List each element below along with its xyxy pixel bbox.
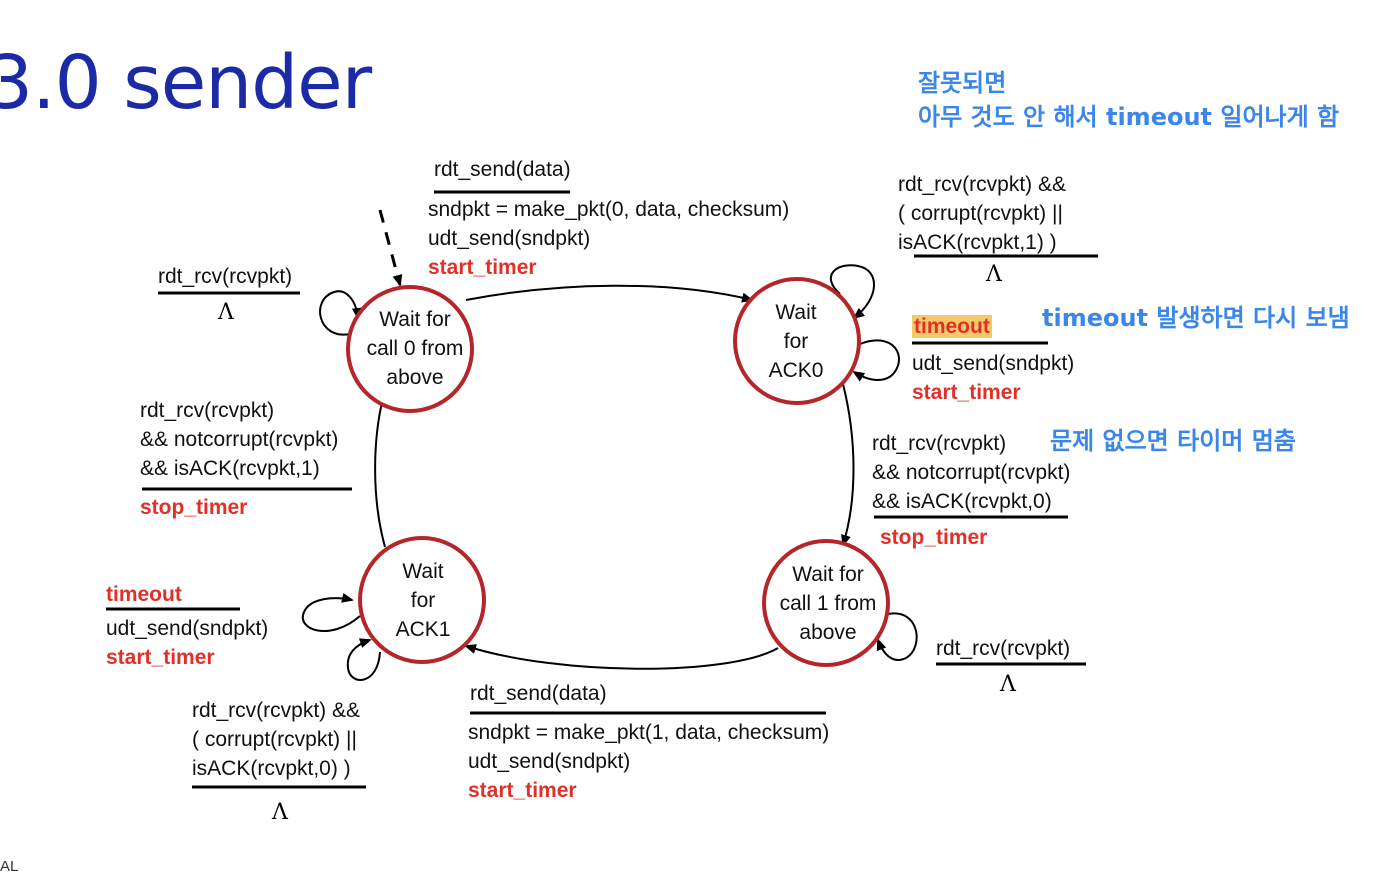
slide-title: 3.0 sender	[0, 40, 372, 126]
s0-self-event: rdt_rcv(rcvpkt)	[158, 265, 293, 288]
ack1-ok-event-3: && isACK(rcvpkt,1)	[140, 457, 320, 480]
footer-text: AL	[0, 858, 19, 875]
loop-s1-right	[852, 339, 900, 382]
send1-timer: start_timer	[468, 779, 577, 802]
initial-arrow	[378, 209, 403, 287]
s2-self-event: rdt_rcv(rcvpkt)	[936, 637, 1071, 660]
s2-self-lambda: Λ	[1000, 672, 1016, 697]
state-wait-call1	[762, 539, 890, 667]
send0-action-1: sndpkt = make_pkt(0, data, checksum)	[428, 198, 790, 221]
s0-self-lambda: Λ	[218, 300, 234, 325]
send0-action-2: udt_send(sndpkt)	[428, 227, 591, 250]
state-wait-call0	[346, 285, 474, 413]
ack0-ok-event-3: && isACK(rcvpkt,0)	[872, 490, 1052, 513]
ack1-timeout-timer: start_timer	[106, 646, 215, 669]
loop-s2	[876, 612, 918, 661]
loop-s1-top	[829, 264, 875, 320]
ack0-timeout-timer: start_timer	[912, 381, 1021, 404]
ack0-bad-event-3: isACK(rcvpkt,1) )	[898, 231, 1057, 254]
arrow-s2-to-s3	[464, 644, 779, 670]
ack1-timeout-event: timeout	[106, 583, 182, 606]
ack1-bad-lambda: Λ	[272, 800, 288, 825]
ack0-bad-event-2: ( corrupt(rcvpkt) ||	[898, 202, 1063, 225]
ack1-timeout-action: udt_send(sndpkt)	[106, 617, 269, 640]
send1-action-1: sndpkt = make_pkt(1, data, checksum)	[468, 721, 830, 744]
state-wait-ack1	[358, 536, 486, 664]
ack1-bad-event-3: isACK(rcvpkt,0) )	[192, 757, 351, 780]
ack0-ok-event-2: && notcorrupt(rcvpkt)	[872, 461, 1071, 484]
ack0-bad-event-1: rdt_rcv(rcvpkt) &&	[898, 173, 1067, 196]
loop-s0	[319, 290, 362, 336]
ack0-ok-timer: stop_timer	[880, 526, 988, 549]
state-wait-ack0	[733, 277, 861, 405]
note-stop-timer: 문제 없으면 타이머 멈춤	[1050, 427, 1296, 455]
ack1-ok-timer: stop_timer	[140, 496, 248, 519]
send1-action-2: udt_send(sndpkt)	[468, 750, 631, 773]
ack1-bad-event-2: ( corrupt(rcvpkt) ||	[192, 728, 357, 751]
arrow-s3-to-s0	[374, 392, 387, 548]
ack1-ok-event-1: rdt_rcv(rcvpkt)	[140, 399, 275, 422]
send0-timer: start_timer	[428, 256, 537, 279]
ack0-timeout-action: udt_send(sndpkt)	[912, 352, 1075, 375]
ack0-ok-event-1: rdt_rcv(rcvpkt)	[872, 432, 1007, 455]
note-wrong: 잘못되면	[918, 69, 1007, 97]
send0-event: rdt_send(data)	[434, 158, 571, 181]
ack0-timeout-event: timeout	[912, 315, 992, 338]
note-timeout-resend: timeout 발생하면 다시 보냄	[1042, 304, 1350, 332]
loop-s3-left	[301, 592, 361, 633]
arrow-s0-to-s1	[465, 284, 754, 303]
loop-s3-bottom	[346, 638, 381, 681]
arrow-s1-to-s2	[841, 383, 855, 547]
ack0-bad-lambda: Λ	[986, 262, 1002, 287]
ack1-bad-event-1: rdt_rcv(rcvpkt) &&	[192, 699, 361, 722]
ack1-ok-event-2: && notcorrupt(rcvpkt)	[140, 428, 339, 451]
send1-event: rdt_send(data)	[470, 682, 607, 705]
note-no-action: 아무 것도 안 해서 timeout 일어나게 함	[918, 103, 1340, 131]
